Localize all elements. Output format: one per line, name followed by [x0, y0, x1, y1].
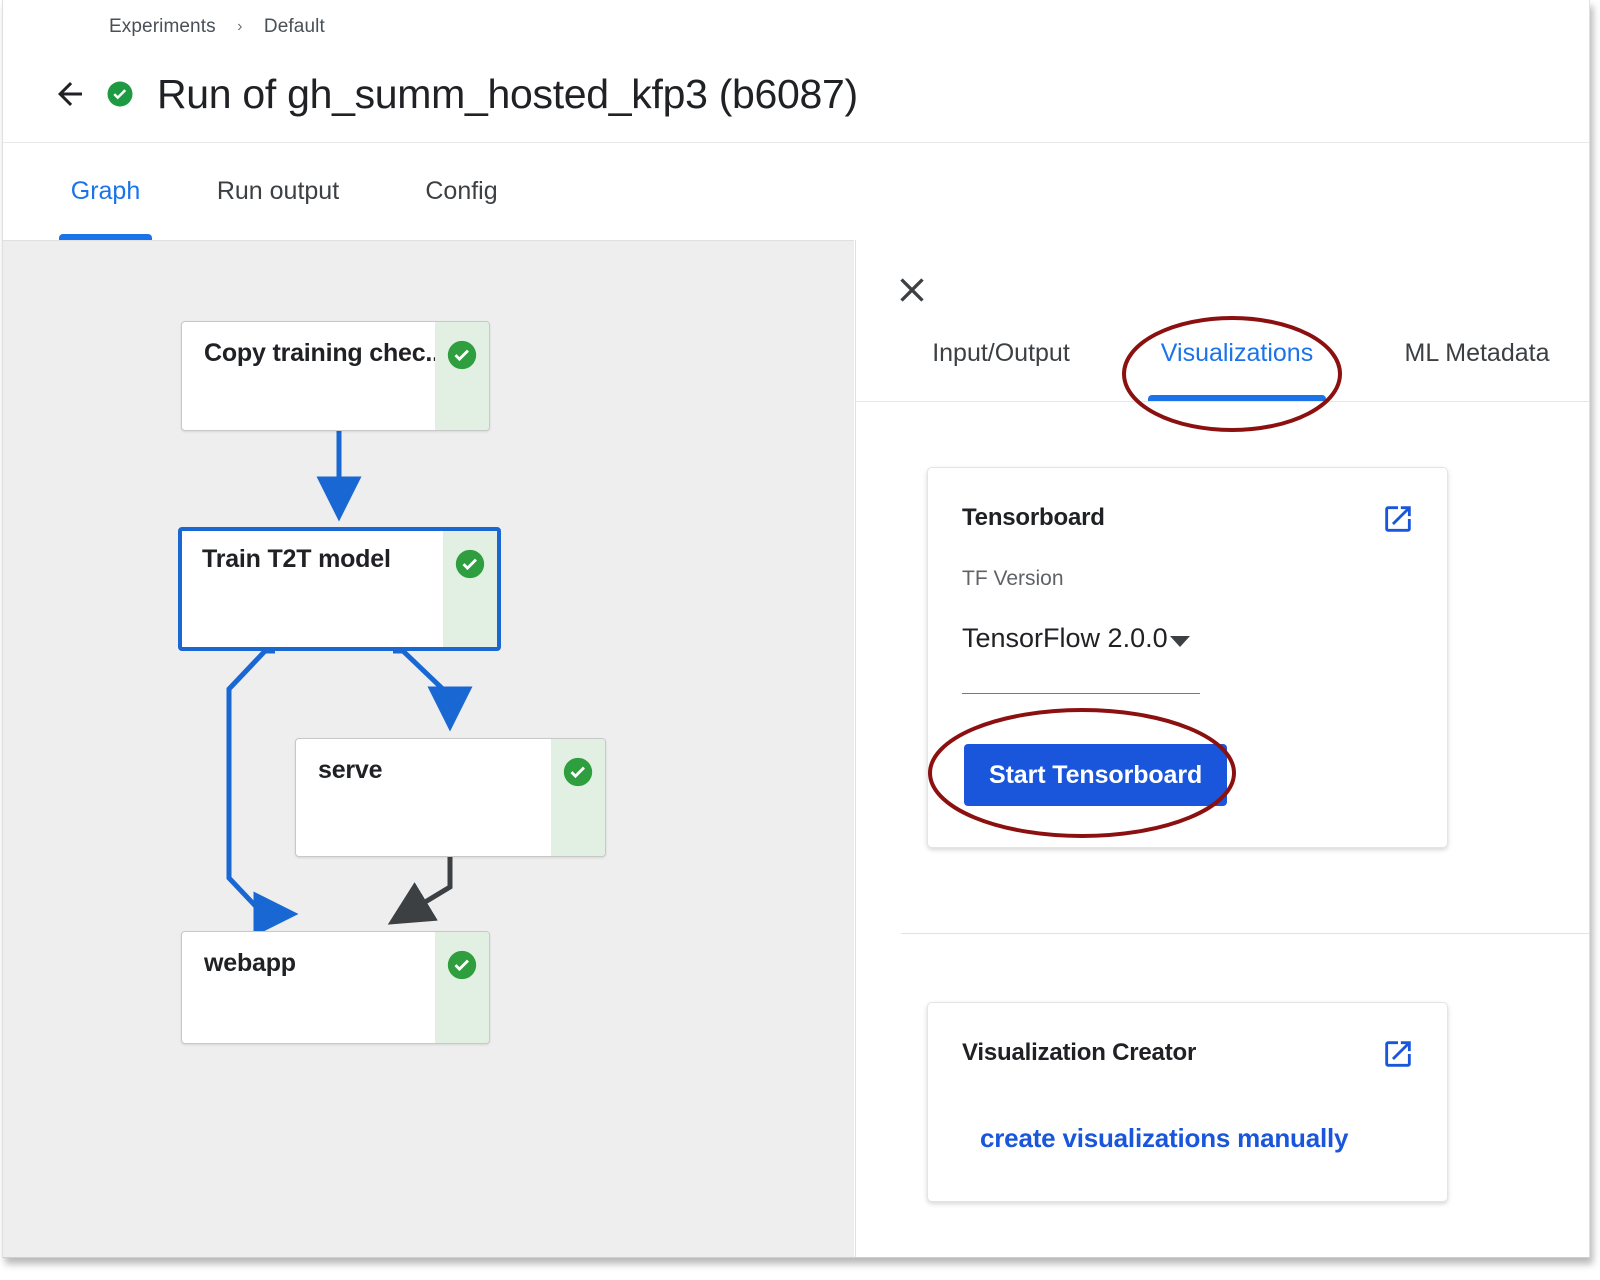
tab-input-output[interactable]: Input/Output — [918, 339, 1084, 401]
tab-ml-metadata[interactable]: ML Metadata — [1384, 339, 1570, 401]
check-circle-icon — [455, 549, 485, 579]
tf-version-select[interactable]: TensorFlow 2.0.0 — [962, 623, 1200, 694]
check-circle-icon — [447, 950, 477, 980]
breadcrumb-separator-icon: › — [237, 18, 243, 35]
graph-node-copy-training-checkpoint[interactable]: Copy training chec... — [181, 321, 490, 431]
body-area: Copy training chec... Train T2T model — [3, 240, 1589, 1257]
graph-node-label: Train T2T model — [202, 545, 391, 573]
tab-ml-metadata-label: ML Metadata — [1404, 339, 1550, 367]
title-row: Run of gh_summ_hosted_kfp3 (b6087) — [51, 66, 858, 122]
tensorboard-card: Tensorboard TF Version TensorFlow 2.0.0 … — [927, 467, 1448, 848]
visualization-creator-card-title: Visualization Creator — [962, 1039, 1197, 1066]
start-tensorboard-button[interactable]: Start Tensorboard — [964, 744, 1228, 806]
visualization-creator-card: Visualization Creator create visualizati… — [927, 1002, 1448, 1202]
breadcrumb-item-default[interactable]: Default — [263, 16, 325, 37]
close-icon[interactable] — [888, 266, 936, 314]
graph-node-status — [435, 932, 489, 1043]
graph-node-label: serve — [318, 756, 383, 784]
breadcrumb-item-experiments[interactable]: Experiments — [109, 16, 216, 37]
tab-run-output[interactable]: Run output — [203, 143, 353, 240]
check-circle-icon — [563, 757, 593, 787]
graph-node-status — [551, 739, 605, 856]
open-in-new-icon[interactable] — [1381, 502, 1415, 536]
tab-graph-label: Graph — [70, 177, 141, 205]
graph-node-serve[interactable]: serve — [295, 738, 606, 857]
panel-tab-bar: Input/Output Visualizations ML Metadata — [856, 339, 1589, 402]
tab-input-output-label: Input/Output — [932, 339, 1070, 367]
check-circle-icon — [105, 79, 135, 109]
tf-version-selected-value: TensorFlow 2.0.0 — [962, 623, 1168, 653]
tab-graph[interactable]: Graph — [59, 143, 152, 240]
tf-version-label: TF Version — [962, 567, 1064, 590]
create-visualizations-manually-link[interactable]: create visualizations manually — [980, 1123, 1349, 1153]
main-tab-bar: Graph Run output Config — [3, 143, 1589, 240]
tab-visualizations-label: Visualizations — [1160, 339, 1314, 367]
check-circle-icon — [447, 340, 477, 370]
tab-active-indicator — [1148, 395, 1326, 401]
page-title: Run of gh_summ_hosted_kfp3 (b6087) — [157, 70, 858, 117]
tab-config[interactable]: Config — [409, 143, 514, 240]
graph-node-webapp[interactable]: webapp — [181, 931, 490, 1044]
graph-edges — [226, 431, 473, 937]
chevron-down-icon — [1170, 636, 1190, 647]
panel-section-divider — [901, 933, 1589, 934]
node-details-side-panel: Input/Output Visualizations ML Metadata … — [855, 240, 1589, 1257]
graph-node-label: webapp — [204, 949, 296, 977]
graph-node-train-t2t-model[interactable]: Train T2T model — [178, 527, 501, 651]
arrow-left-icon[interactable] — [51, 75, 89, 113]
tab-config-label: Config — [425, 177, 498, 205]
tab-visualizations[interactable]: Visualizations — [1148, 339, 1326, 401]
open-in-new-icon[interactable] — [1381, 1037, 1415, 1071]
page-header: Experiments › Default Run of gh_summ_hos… — [3, 0, 1589, 143]
graph-node-label: Copy training chec... — [204, 339, 446, 367]
graph-node-status — [435, 322, 489, 430]
tab-active-indicator — [59, 234, 152, 240]
tab-run-output-label: Run output — [216, 177, 340, 205]
breadcrumb: Experiments › Default — [109, 16, 325, 38]
pipeline-graph-canvas[interactable]: Copy training chec... Train T2T model — [3, 240, 854, 1257]
graph-node-status — [443, 531, 497, 647]
tensorboard-card-title: Tensorboard — [962, 504, 1105, 531]
app-window: Experiments › Default Run of gh_summ_hos… — [2, 0, 1590, 1258]
